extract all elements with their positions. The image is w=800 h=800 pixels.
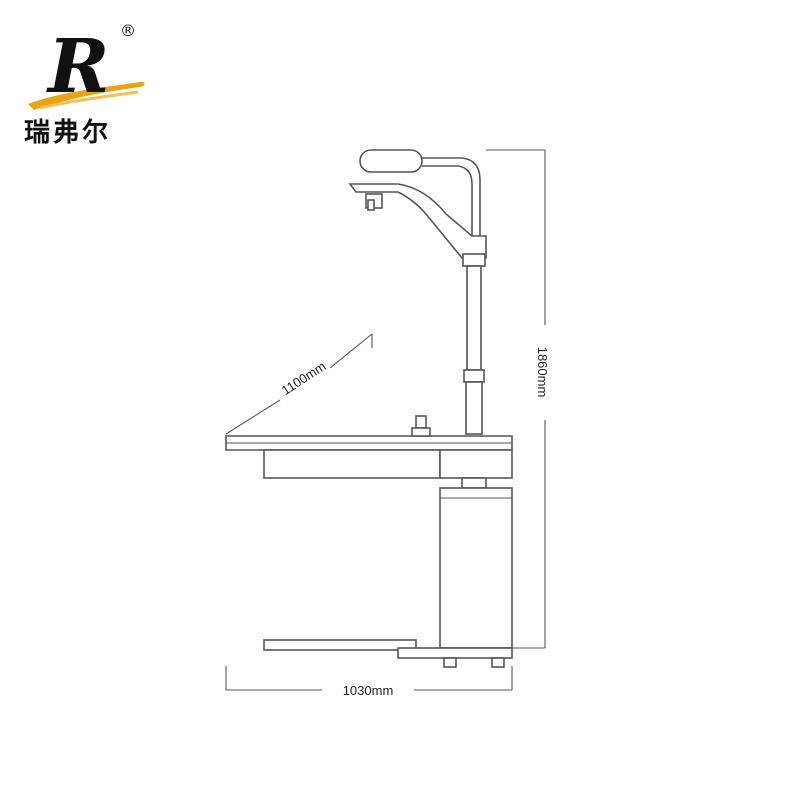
pole-joint [463, 369, 485, 383]
brand-name: 瑞弗尔 [24, 118, 112, 148]
lamp-arm-inner [422, 165, 473, 236]
height-label: 1860mm [535, 347, 550, 398]
base-plate [397, 647, 513, 659]
registered-mark: ® [120, 21, 136, 40]
upper-housing [439, 449, 513, 479]
table-length-label: 1100mm [279, 358, 329, 398]
instrument-arm [348, 183, 487, 259]
table-knob-cap [415, 415, 427, 429]
table-drawer [263, 449, 441, 479]
main-column [439, 487, 513, 649]
height-dimension: 1860mm [486, 149, 550, 649]
pole-lower [465, 381, 483, 435]
housing-neck [461, 477, 487, 489]
logo-letter: R [46, 24, 110, 110]
table-length-dimension: 1100mm [225, 333, 373, 435]
lamp-arm [422, 157, 481, 236]
width-label: 1030mm [343, 683, 394, 698]
brand-logo: R ® [28, 21, 145, 110]
footrest [263, 639, 417, 651]
chin-rest-knob [367, 199, 375, 211]
logo-brush-stroke-2 [39, 90, 139, 110]
base-foot-right [491, 657, 505, 668]
width-dimension: 1030mm [225, 666, 513, 698]
lamp-head [359, 149, 423, 173]
base-foot-left [443, 657, 457, 668]
pole-collar [462, 253, 486, 267]
table-knob-stem [411, 427, 431, 437]
pole-upper [466, 265, 482, 371]
